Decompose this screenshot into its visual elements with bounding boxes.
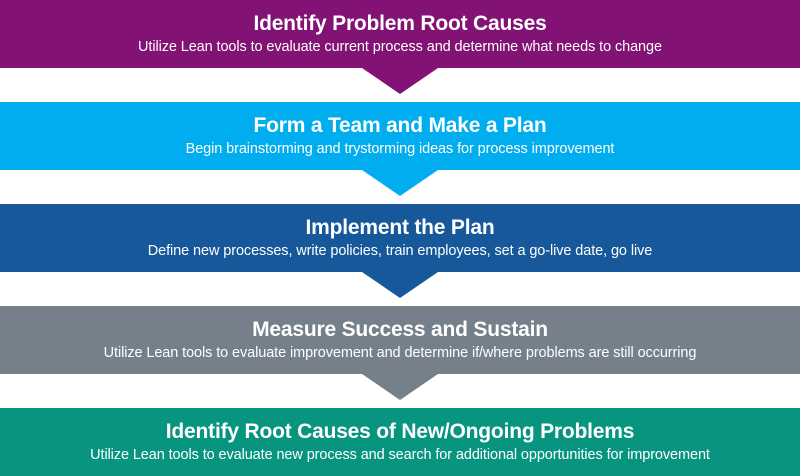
step-band: Identify Problem Root Causes Utilize Lea…: [0, 0, 800, 68]
process-step-3: Implement the Plan Define new processes,…: [0, 204, 800, 298]
step-subtitle: Utilize Lean tools to evaluate current p…: [138, 38, 662, 55]
step-band: Measure Success and Sustain Utilize Lean…: [0, 306, 800, 374]
arrow-down-icon: [362, 170, 438, 196]
step-subtitle: Define new processes, write policies, tr…: [147, 242, 653, 259]
step-subtitle: Utilize Lean tools to evaluate new proce…: [90, 446, 710, 463]
process-step-5: Identify Root Causes of New/Ongoing Prob…: [0, 408, 800, 476]
step-title: Implement the Plan: [305, 215, 495, 239]
process-step-2: Form a Team and Make a Plan Begin brains…: [0, 102, 800, 196]
step-title: Identify Root Causes of New/Ongoing Prob…: [165, 419, 635, 443]
step-title: Identify Problem Root Causes: [253, 11, 547, 35]
process-step-1: Identify Problem Root Causes Utilize Lea…: [0, 0, 800, 94]
step-band: Implement the Plan Define new processes,…: [0, 204, 800, 272]
step-band: Identify Root Causes of New/Ongoing Prob…: [0, 408, 800, 476]
step-title: Measure Success and Sustain: [252, 317, 548, 341]
arrow-down-icon: [362, 68, 438, 94]
process-step-4: Measure Success and Sustain Utilize Lean…: [0, 306, 800, 400]
arrow-down-icon: [362, 374, 438, 400]
step-subtitle: Begin brainstorming and trystorming idea…: [185, 140, 615, 157]
step-band: Form a Team and Make a Plan Begin brains…: [0, 102, 800, 170]
arrow-down-icon: [362, 272, 438, 298]
step-title: Form a Team and Make a Plan: [253, 113, 547, 137]
step-subtitle: Utilize Lean tools to evaluate improveme…: [103, 344, 697, 361]
